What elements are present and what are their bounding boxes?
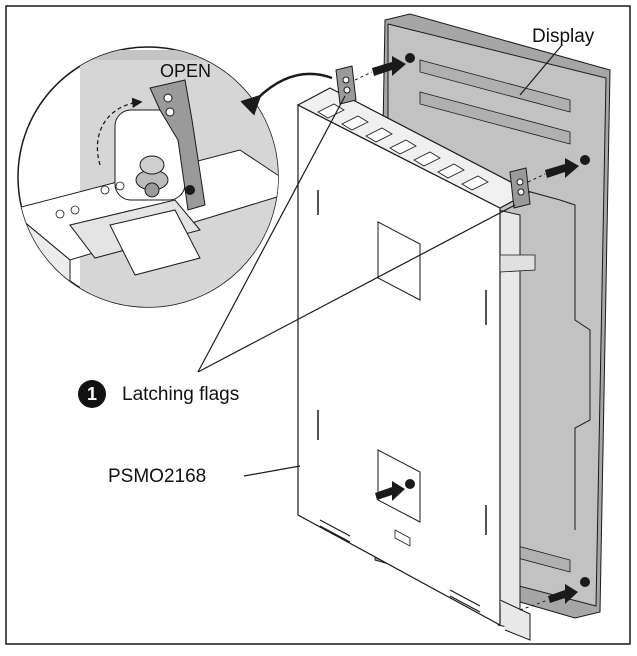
display-label: Display bbox=[532, 26, 595, 47]
insertion-arrows bbox=[354, 56, 579, 611]
model-leader-line bbox=[243, 465, 301, 477]
latching-flags-label: Latching flags bbox=[122, 384, 240, 405]
callout-number-badge: 1 bbox=[78, 380, 106, 408]
open-label: OPEN bbox=[160, 61, 212, 81]
bracket-psmo2168 bbox=[296, 65, 536, 641]
open-detail-inset bbox=[17, 46, 279, 308]
display-bolts bbox=[405, 53, 590, 587]
detail-callout-arrow bbox=[240, 72, 333, 116]
latching-flags-leaders bbox=[197, 95, 516, 373]
display-leader-line bbox=[519, 44, 563, 96]
model-label: PSMO2168 bbox=[108, 466, 207, 487]
figure-border bbox=[5, 5, 631, 645]
